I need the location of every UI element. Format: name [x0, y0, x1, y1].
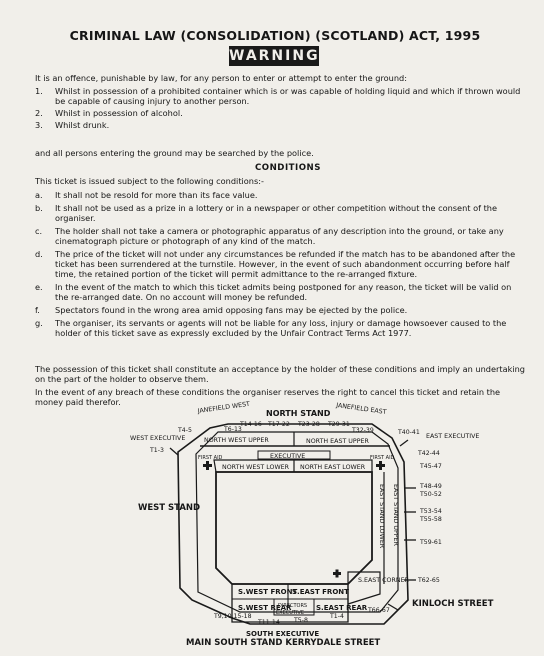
item-letter: a.: [35, 190, 43, 200]
conditions-heading: CONDITIONS: [255, 163, 321, 173]
first-aid-cross-icon: [203, 461, 385, 578]
turnstile-label: T23-28: [297, 421, 320, 428]
item-text: In the event of the match to which this …: [55, 282, 512, 302]
north-east-lower-label: NORTH EAST LOWER: [300, 464, 366, 471]
stands-inner-outline: [195, 431, 399, 613]
janefield-east-label: JANEFIELD EAST: [335, 402, 387, 416]
first-aid-label: FIRST AID: [198, 455, 223, 461]
item-text: It shall not be resold for more than its…: [55, 190, 258, 200]
offence-list: 1. Whilst in possession of a prohibited …: [35, 86, 525, 132]
turnstile-label: T62-65: [417, 577, 440, 584]
condition-item: b. It shall not be used as a prize in a …: [35, 203, 525, 223]
ground-outline: [177, 423, 409, 625]
condition-item: g. The organiser, its servants or agents…: [35, 318, 525, 338]
s-east-corner-block: [347, 571, 381, 605]
directors-label: DIRECTORS: [278, 603, 307, 609]
possession-clause: The possession of this ticket shall cons…: [35, 364, 525, 384]
condition-item: f. Spectators found in the wrong area am…: [35, 305, 525, 315]
north-west-upper-label: NORTH WEST UPPER: [204, 437, 269, 444]
item-letter: d.: [35, 249, 43, 259]
condition-item: e. In the event of the match to which th…: [35, 282, 525, 302]
west-stand-label: WEST STAND: [138, 503, 200, 513]
act-title: CRIMINAL LAW (CONSOLIDATION) (SCOTLAND) …: [69, 28, 481, 43]
south-stand-block: [231, 583, 349, 623]
kinloch-street-label: KINLOCH STREET: [412, 599, 494, 609]
turnstile-label: T17-22: [267, 421, 290, 428]
turnstile-label: T45-47: [419, 463, 442, 470]
condition-item: d. The price of the ticket will not unde…: [35, 249, 525, 279]
west-executive-label: WEST EXECUTIVE: [130, 435, 185, 442]
turnstile-label: T66-67: [367, 607, 390, 614]
main-south-stand-label: MAIN SOUTH STAND KERRYDALE STREET: [186, 638, 380, 648]
turnstile-label: T40-41: [397, 429, 420, 436]
warning-banner: WARNING: [229, 46, 320, 66]
item-text: The organiser, its servants or agents wi…: [55, 318, 507, 338]
turnstile-label: T55-58: [419, 516, 442, 523]
turnstile-label: T11-14: [257, 619, 280, 626]
s-west-front-label: S.WEST FRONT: [238, 588, 297, 596]
turnstile-label: T5-8: [293, 617, 308, 624]
east-stand-upper-label: EAST STAND UPPER: [392, 484, 399, 547]
offence-item: 2. Whilst in possession of alcohol.: [35, 108, 525, 118]
item-text: The price of the ticket will not under a…: [55, 249, 516, 279]
item-letter: c.: [35, 226, 43, 236]
item-text: Whilst in possession of alcohol.: [55, 108, 183, 118]
offence-item: 3. Whilst drunk.: [35, 120, 525, 130]
turnstile-label: T32-39: [351, 427, 374, 434]
north-west-lower-label: NORTH WEST LOWER: [222, 464, 290, 471]
item-letter: e.: [35, 282, 43, 292]
turnstile-label: T1-3: [149, 447, 164, 454]
executive-small-label: EXECUTIVE: [276, 610, 304, 616]
turnstile-label: T50-52: [419, 491, 442, 498]
turnstile-label: T6-13: [223, 426, 242, 433]
search-notice: and all persons entering the ground may …: [35, 148, 314, 158]
s-east-corner-label: S.EAST CORNER: [358, 577, 410, 584]
executive-label: EXECUTIVE: [270, 453, 305, 460]
item-text: Whilst drunk.: [55, 120, 110, 130]
turnstile-label: T42-44: [417, 450, 440, 457]
item-text: Whilst in possession of a prohibited con…: [55, 86, 521, 106]
s-east-rear-label: S.EAST REAR: [316, 604, 368, 612]
south-executive-label: SOUTH EXECUTIVE: [246, 630, 319, 638]
north-stand-label: NORTH STAND: [266, 409, 331, 418]
item-letter: b.: [35, 203, 43, 213]
item-number: 2.: [35, 108, 43, 118]
condition-item: c. The holder shall not take a camera or…: [35, 226, 525, 246]
turnstile-label: T14-16: [239, 421, 262, 428]
item-letter: g.: [35, 318, 43, 328]
turnstile-label: T29-31: [327, 421, 350, 428]
pitch-outline: [215, 471, 373, 585]
turnstile-label: T53-54: [419, 508, 442, 515]
offence-item: 1. Whilst in possession of a prohibited …: [35, 86, 525, 106]
turnstile-label: T9,10,15-18: [213, 613, 252, 620]
condition-item: a. It shall not be resold for more than …: [35, 190, 525, 200]
conditions-intro: This ticket is issued subject to the fol…: [35, 176, 264, 186]
item-letter: f.: [35, 305, 40, 315]
east-stand-lower-label: EAST STAND LOWER: [378, 484, 385, 549]
s-east-front-label: S.EAST FRONT: [292, 588, 349, 596]
executive-box: [257, 450, 331, 460]
turnstile-label: T59-61: [419, 539, 442, 546]
item-text: The holder shall not take a camera or ph…: [55, 226, 504, 246]
item-number: 1.: [35, 86, 43, 96]
first-aid-label: FIRST AID: [370, 455, 395, 461]
s-west-rear-label: S.WEST REAR: [238, 604, 292, 612]
north-east-upper-label: NORTH EAST UPPER: [306, 438, 369, 445]
janefield-west-label: JANEFIELD WEST: [196, 401, 250, 415]
turnstile-label: T48-49: [419, 483, 442, 490]
item-number: 3.: [35, 120, 43, 130]
offence-intro: It is an offence, punishable by law, for…: [35, 73, 407, 83]
east-executive-label: EAST EXECUTIVE: [426, 433, 479, 440]
turnstile-ticks: [169, 439, 416, 611]
conditions-list: a. It shall not be resold for more than …: [35, 190, 525, 340]
item-text: Spectators found in the wrong area amid …: [55, 305, 408, 315]
north-lower-block: [213, 459, 373, 473]
breach-clause: In the event of any breach of these cond…: [35, 387, 501, 407]
turnstile-label: T4-5: [177, 427, 192, 434]
turnstile-label: T1-4: [329, 613, 344, 620]
item-text: It shall not be used as a prize in a lot…: [55, 203, 498, 223]
